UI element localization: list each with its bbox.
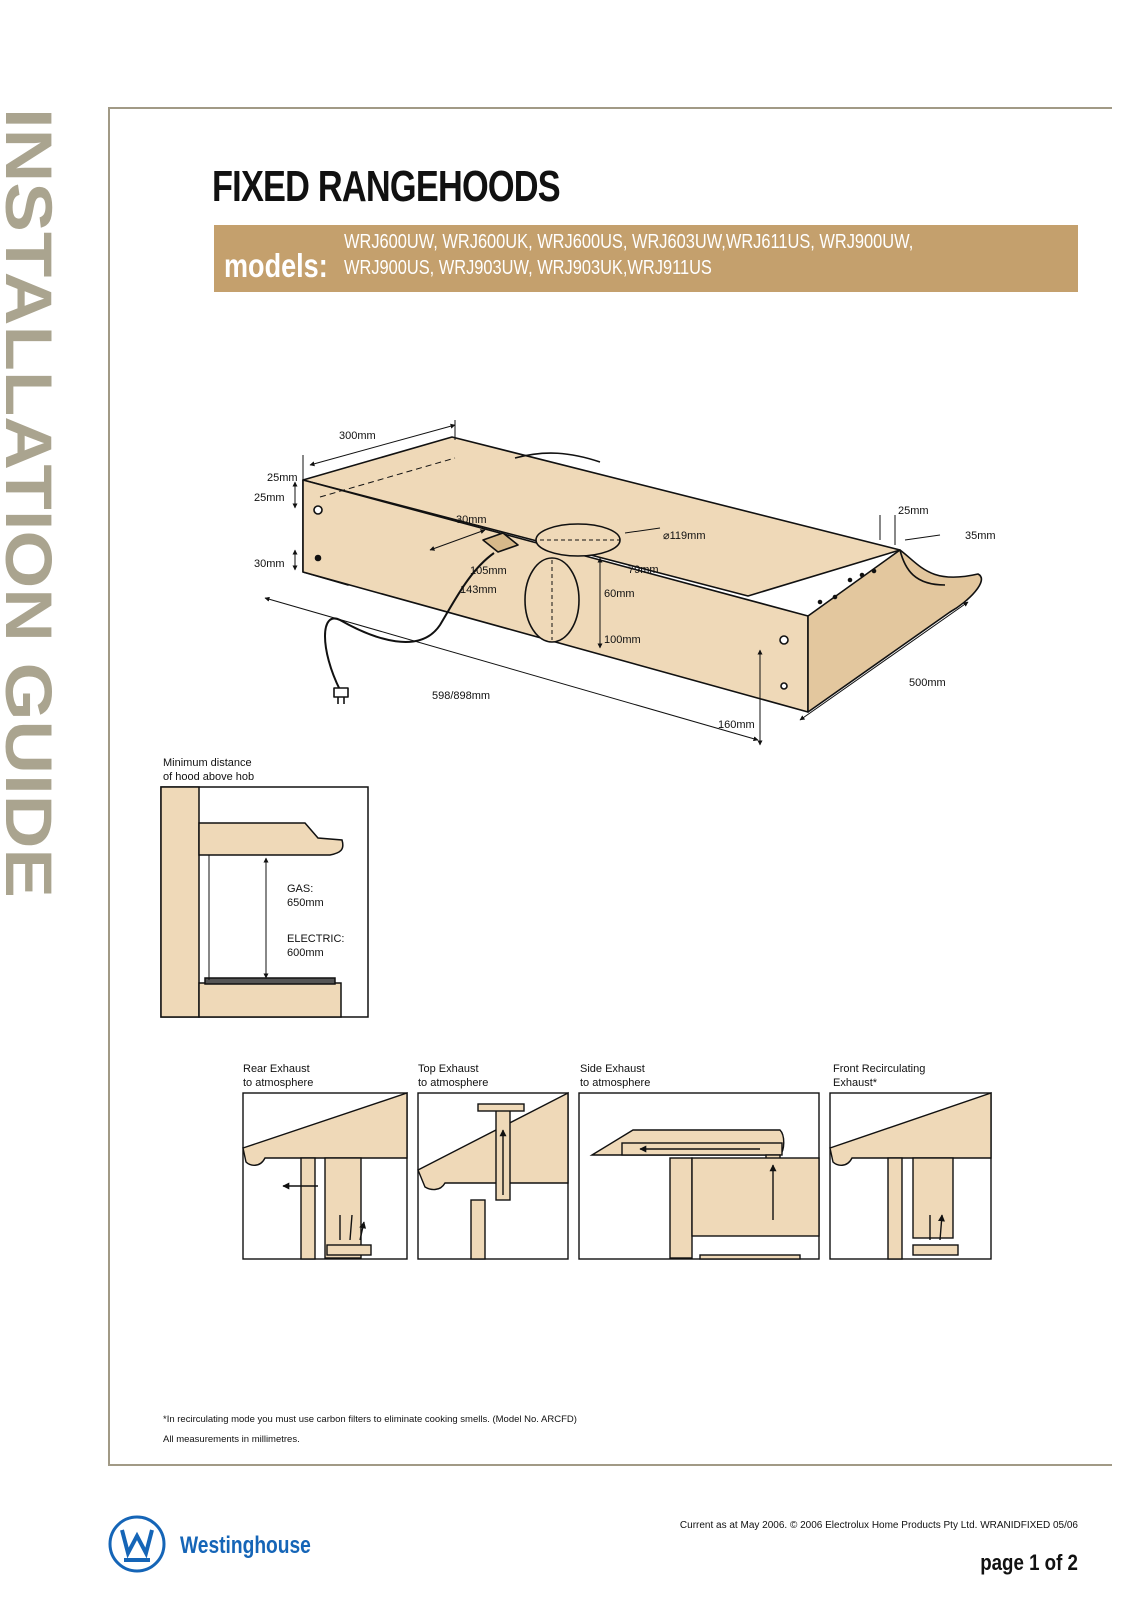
min-distance-caption: Minimum distance of hood above hob — [163, 757, 255, 783]
dim-60: 60mm — [604, 588, 635, 600]
page-title: FIXED RANGEHOODS — [212, 162, 561, 211]
front-recirculating-caption: Front Recirculating Exhaust* — [833, 1063, 926, 1089]
dim-25-a: 25mm — [267, 472, 298, 484]
models-line-2: WRJ900US, WRJ903UW, WRJ903UK,WRJ911US — [344, 257, 712, 279]
side-title: INSTALLATION GUIDE — [0, 108, 66, 908]
rear-exhaust-caption: Rear Exhaust to atmosphere — [243, 1063, 314, 1089]
dim-119: ⌀119mm — [663, 530, 706, 542]
footnote-measurements: All measurements in millimetres. — [163, 1434, 300, 1445]
top-exhaust-diagram — [417, 1091, 569, 1260]
dim-25-b: 25mm — [254, 492, 285, 504]
dim-500: 500mm — [909, 677, 946, 689]
min-distance-diagram — [160, 786, 369, 1018]
models-line-1: WRJ600UW, WRJ600UK, WRJ600US, WRJ603UW,W… — [344, 231, 914, 253]
dim-160: 160mm — [718, 719, 755, 731]
page-frame — [108, 107, 1112, 1466]
dim-79: 79mm — [628, 564, 659, 576]
dim-143: 143mm — [460, 584, 497, 596]
dim-300: 300mm — [339, 430, 376, 442]
models-banner: models: WRJ600UW, WRJ600UK, WRJ600US, WR… — [214, 225, 1078, 292]
models-label: models: — [224, 247, 328, 284]
footnote-recirculating: *In recirculating mode you must use carb… — [163, 1414, 577, 1425]
dim-35: 35mm — [965, 530, 996, 542]
side-exhaust-caption: Side Exhaust to atmosphere — [580, 1063, 651, 1089]
copyright: Current as at May 2006. © 2006 Electrolu… — [679, 1520, 1078, 1531]
dim-598-898: 598/898mm — [432, 690, 491, 702]
westinghouse-logo — [108, 1515, 166, 1573]
dim-105: 105mm — [470, 565, 507, 577]
brand-name: Westinghouse — [180, 1532, 311, 1559]
gas-distance: GAS: 650mm — [287, 883, 324, 909]
dim-25-c: 25mm — [898, 505, 929, 517]
top-exhaust-caption: Top Exhaust to atmosphere — [418, 1063, 489, 1089]
side-exhaust-diagram — [578, 1092, 820, 1260]
dim-30-top: 30mm — [456, 514, 487, 526]
front-recirculating-diagram — [829, 1092, 992, 1260]
dim-30-left: 30mm — [254, 558, 285, 570]
page-number: page 1 of 2 — [980, 1550, 1078, 1575]
rear-exhaust-diagram — [242, 1092, 408, 1260]
side-title-text: INSTALLATION GUIDE — [0, 108, 58, 898]
electric-distance: ELECTRIC: 600mm — [287, 933, 345, 959]
dim-100: 100mm — [604, 634, 641, 646]
